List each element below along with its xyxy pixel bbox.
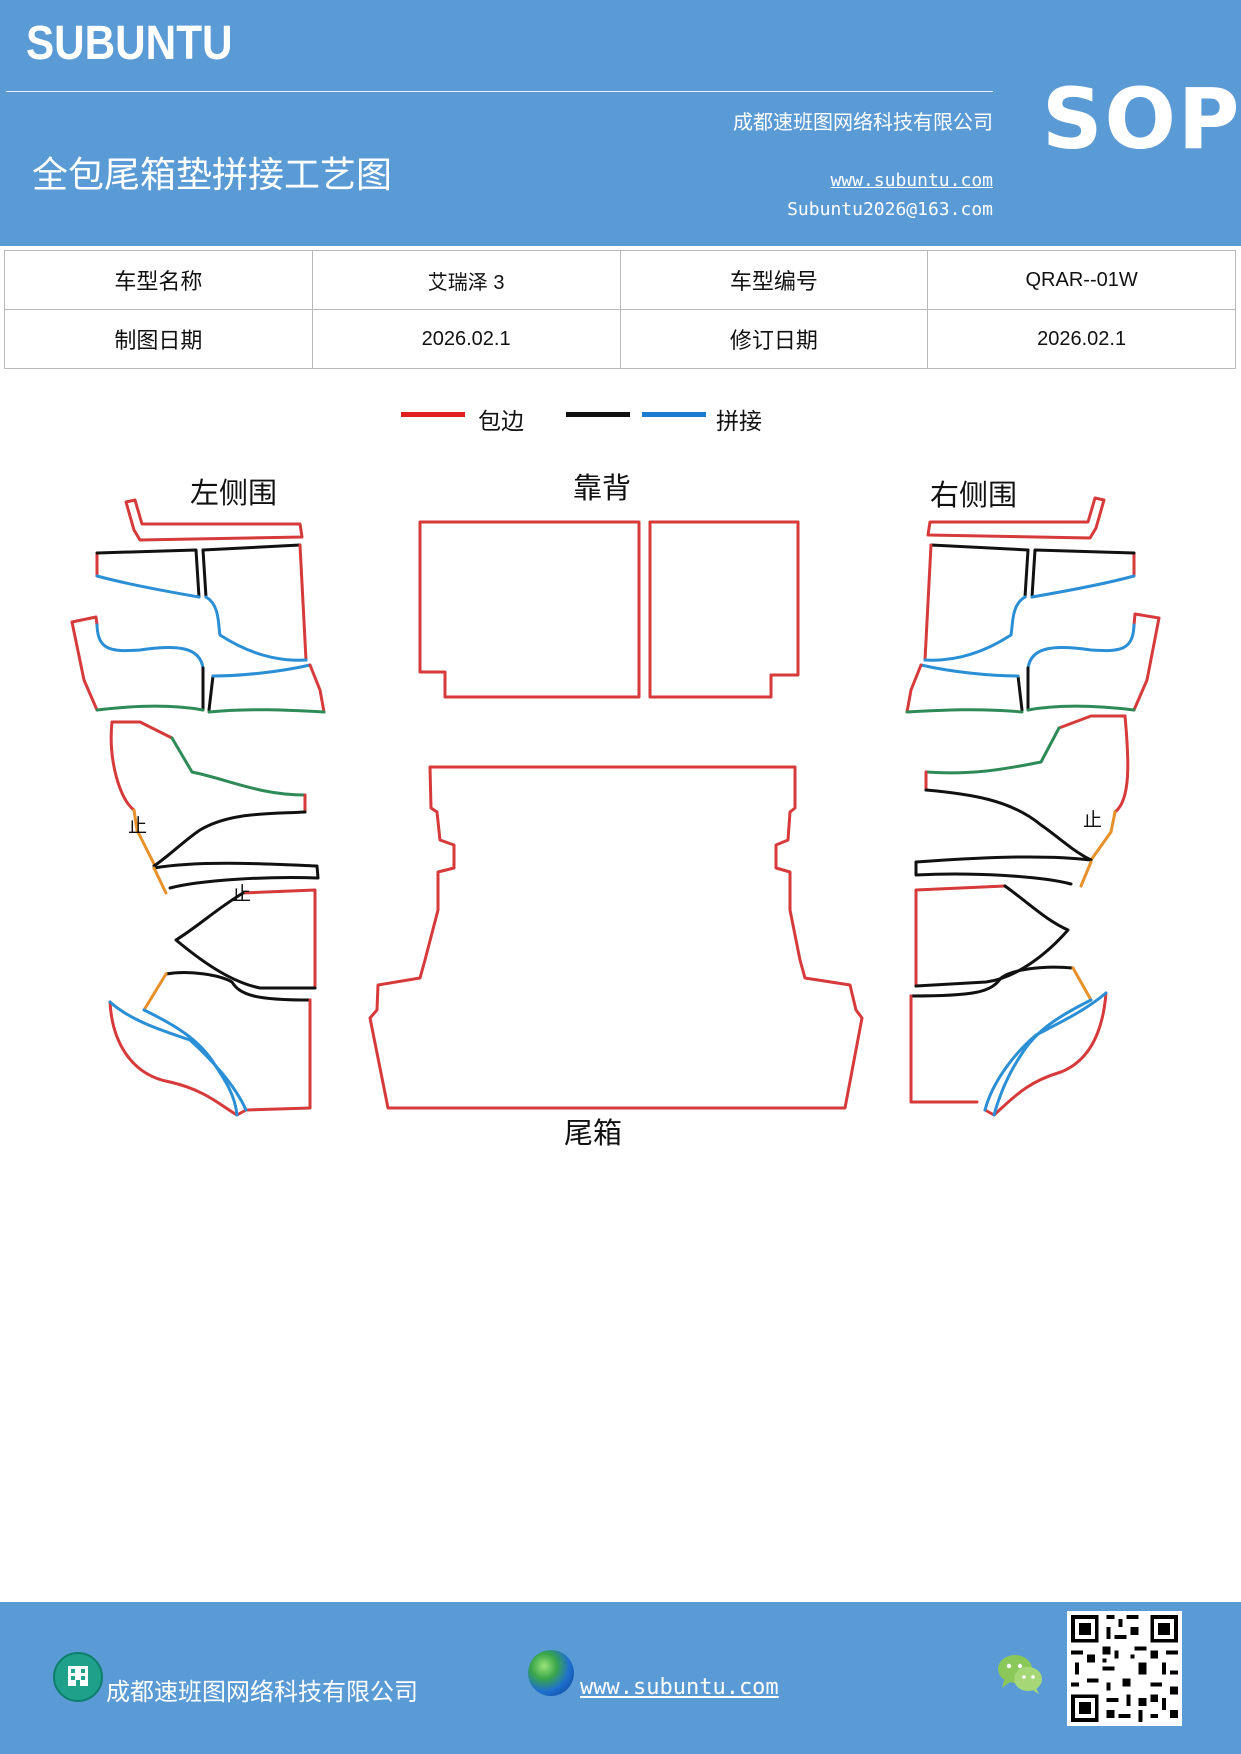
- left-side-panel: 止 止: [70, 498, 326, 1117]
- header-website-link[interactable]: www.subuntu.com: [830, 170, 993, 191]
- legend: 包边 拼接: [0, 400, 1241, 440]
- model-name-value: 艾瑞泽 3: [311, 250, 621, 310]
- header-company: 成都速班图网络科技有限公司: [733, 110, 993, 134]
- trunk-label: 尾箱: [564, 1116, 622, 1150]
- draw-date-label: 制图日期: [4, 309, 313, 369]
- header-banner: [0, 0, 1241, 246]
- back-label: 靠背: [573, 471, 631, 505]
- revise-date-value: 2026.02.1: [927, 309, 1236, 369]
- qr-code[interactable]: [1067, 1611, 1182, 1726]
- revise-date-label: 修订日期: [619, 309, 929, 369]
- backrest-piece-right: [648, 520, 800, 699]
- header-email: Subuntu2026@163.com: [787, 199, 993, 220]
- table-row: 制图日期 2026.02.1 修订日期 2026.02.1: [4, 309, 1236, 369]
- right-side-panel: [905, 496, 1161, 1117]
- stop-mark-left-2: 止: [232, 883, 251, 905]
- wechat-icon[interactable]: [996, 1652, 1044, 1696]
- footer-company: 成都速班图网络科技有限公司: [106, 1678, 418, 1706]
- brand-logo: SUBUNTU: [26, 17, 233, 70]
- draw-date-value: 2026.02.1: [311, 309, 621, 369]
- stop-mark-left-1: 止: [128, 815, 147, 837]
- model-code-label: 车型编号: [619, 250, 929, 310]
- legend-swatch-red: [401, 412, 465, 417]
- right-side-label: 右侧围: [930, 478, 1017, 512]
- legend-swatch-blue: [642, 412, 706, 417]
- trunk-floor-piece: [368, 765, 864, 1110]
- legend-label-splice: 拼接: [716, 409, 762, 435]
- table-row: 车型名称 艾瑞泽 3 车型编号 QRAR--01W: [4, 250, 1236, 310]
- legend-swatch-black: [566, 412, 630, 417]
- sop-mark: SOP: [1042, 70, 1241, 168]
- model-code-value: QRAR--01W: [927, 250, 1236, 310]
- backrest-piece-left: [418, 520, 641, 699]
- legend-label-edge: 包边: [478, 409, 524, 435]
- mat-layout-diagram: 左侧围 靠背 右侧围 尾箱: [70, 471, 1161, 1150]
- model-name-label: 车型名称: [4, 250, 313, 310]
- page-title: 全包尾箱垫拼接工艺图: [32, 155, 393, 196]
- header-divider: [6, 91, 993, 92]
- vehicle-info-table: 车型名称 艾瑞泽 3 车型编号 QRAR--01W 制图日期 2026.02.1…: [4, 250, 1236, 369]
- stop-mark-right: 止: [1083, 809, 1102, 831]
- footer-website-link[interactable]: www.subuntu.com: [580, 1675, 779, 1700]
- left-side-label: 左侧围: [190, 476, 277, 510]
- building-icon: [53, 1652, 103, 1702]
- globe-icon: [528, 1650, 574, 1696]
